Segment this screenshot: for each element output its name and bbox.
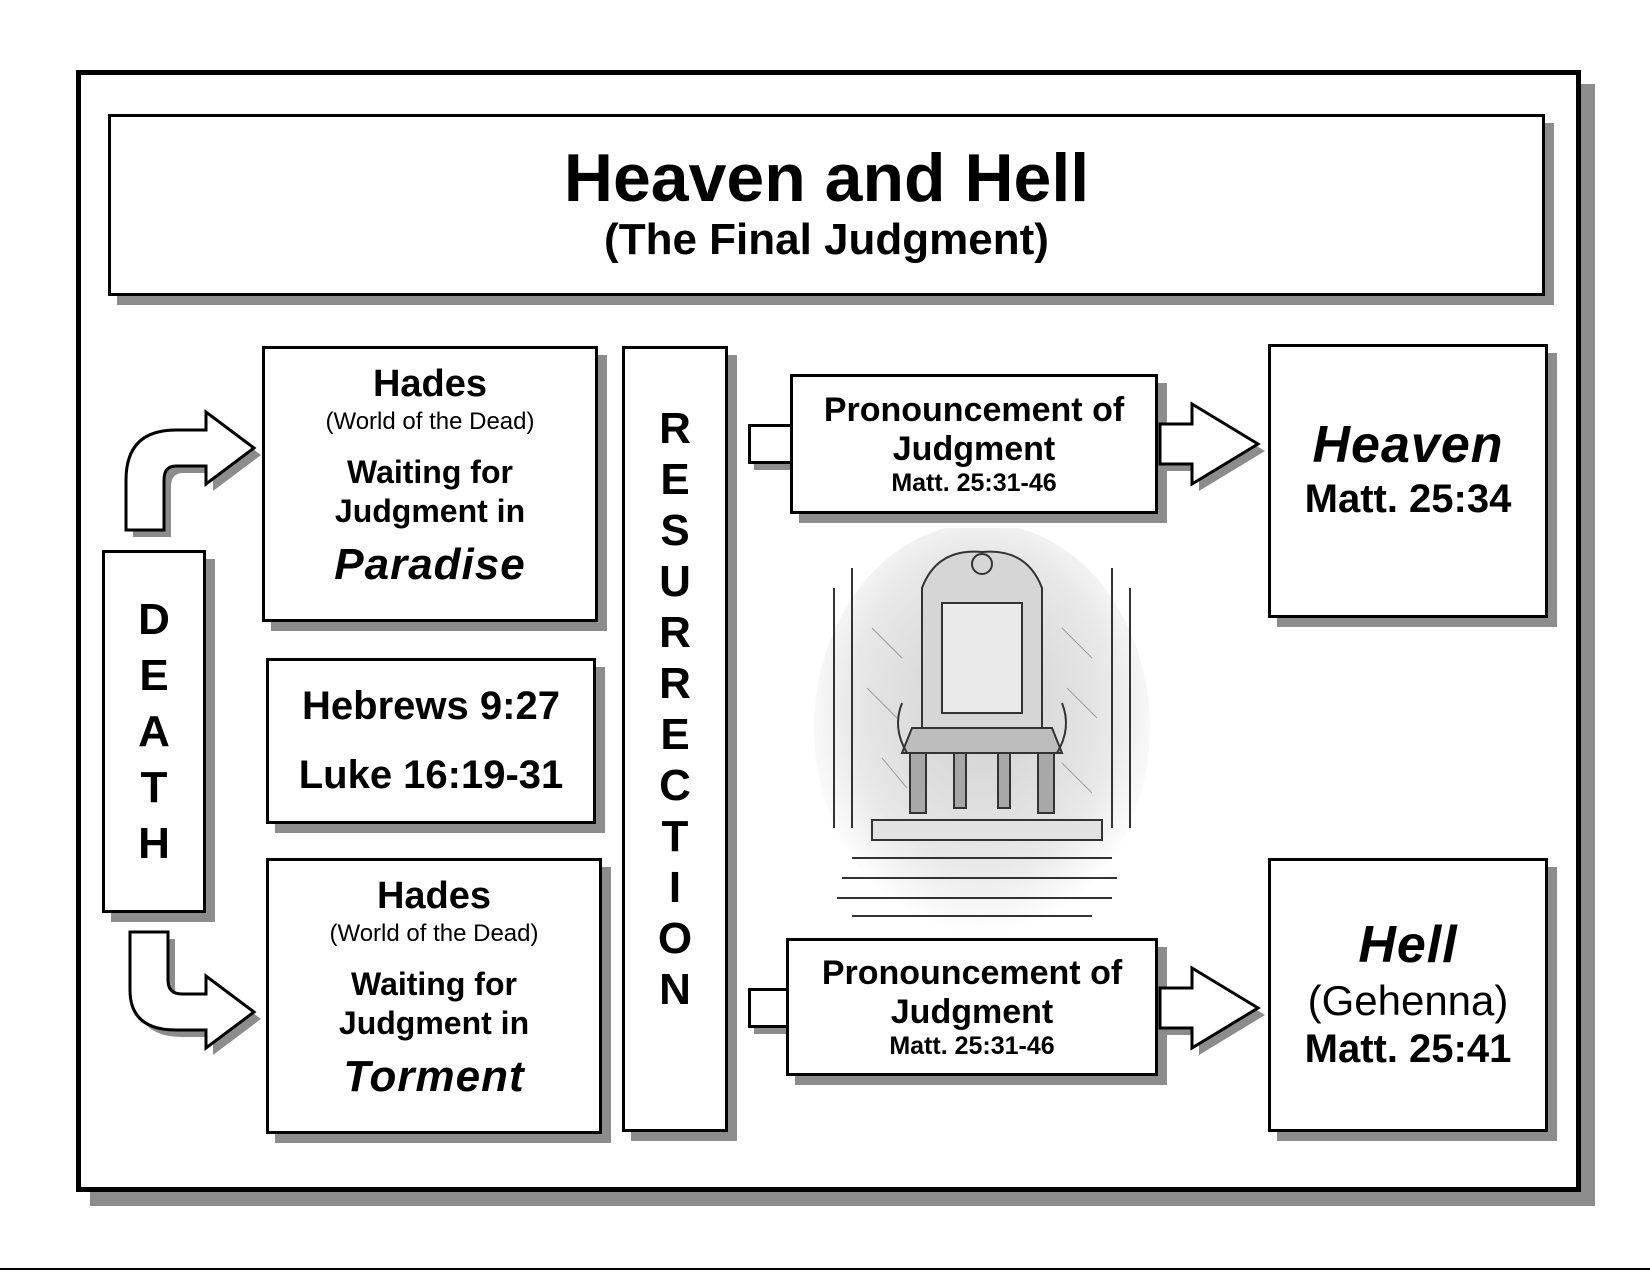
heaven-title: Heaven — [1312, 416, 1504, 474]
resurrection-letter: U — [659, 557, 691, 606]
resurrection-letter: E — [660, 710, 690, 759]
judgment-line1: Pronouncement of — [821, 953, 1123, 992]
title-box: Heaven and Hell (The Final Judgment) — [108, 114, 1545, 296]
page-title: Heaven and Hell — [563, 139, 1090, 216]
judgment-line1: Pronouncement of — [823, 390, 1125, 429]
resurrection-letter: S — [660, 506, 690, 555]
hell-box: Hell (Gehenna) Matt. 25:41 — [1268, 858, 1548, 1132]
hell-alt-name: (Gehenna) — [1307, 977, 1509, 1024]
death-box: D E A T H — [102, 550, 206, 913]
judgment-line: Judgment in — [338, 1005, 530, 1041]
judgment-ref: Matt. 25:31-46 — [889, 1031, 1055, 1060]
death-letter: H — [138, 818, 170, 868]
hades-subheading: (World of the Dead) — [329, 920, 539, 947]
resurrection-letter: N — [659, 965, 691, 1014]
waiting-line: Waiting for — [347, 454, 513, 490]
resurrection-letter: O — [657, 914, 693, 963]
judgment-line: Judgment in — [334, 493, 526, 529]
resurrection-letter: T — [661, 812, 689, 861]
resurrection-letter: I — [668, 863, 682, 912]
scripture-box: Hebrews 9:27 Luke 16:19-31 — [266, 658, 596, 824]
death-letter: A — [138, 706, 170, 756]
scripture-hebrews: Hebrews 9:27 — [302, 684, 560, 728]
resurrection-letter: R — [659, 659, 691, 708]
judgment-line2: Judgment — [892, 429, 1056, 468]
hades-heading: Hades — [372, 363, 488, 405]
death-letter: T — [140, 762, 168, 812]
judgment-line2: Judgment — [890, 992, 1054, 1031]
resurrection-letter: R — [659, 404, 691, 453]
resurrection-box: R E S U R R E C T I O N — [622, 346, 728, 1132]
scripture-luke: Luke 16:19-31 — [298, 753, 564, 797]
throne-illustration — [814, 528, 1150, 933]
judgment-box-bottom: Pronouncement of Judgment Matt. 25:31-46 — [786, 938, 1158, 1076]
resurrection-letter: C — [659, 761, 691, 810]
place-paradise: Paradise — [334, 540, 526, 589]
judgment-box-top: Pronouncement of Judgment Matt. 25:31-46 — [790, 374, 1158, 514]
heaven-ref: Matt. 25:34 — [1304, 477, 1512, 521]
death-letter: D — [138, 594, 170, 644]
heaven-box: Heaven Matt. 25:34 — [1268, 344, 1548, 618]
hades-torment-box: Hades (World of the Dead) Waiting for Ju… — [266, 858, 602, 1134]
resurrection-letters: R E S U R R E C T I O N — [658, 407, 692, 1129]
hell-title: Hell — [1358, 916, 1458, 974]
hades-heading: Hades — [376, 875, 492, 917]
hell-ref: Matt. 25:41 — [1304, 1027, 1512, 1071]
death-letters: D E A T H — [138, 594, 170, 868]
judgment-ref: Matt. 25:31-46 — [891, 468, 1057, 497]
hades-subheading: (World of the Dead) — [325, 408, 535, 435]
page-subtitle: (The Final Judgment) — [604, 215, 1049, 265]
resurrection-letter: R — [659, 608, 691, 657]
resurrection-letter: E — [660, 455, 690, 504]
death-letter: E — [139, 650, 169, 700]
place-torment: Torment — [343, 1052, 525, 1101]
hades-paradise-box: Hades (World of the Dead) Waiting for Ju… — [262, 346, 598, 622]
waiting-line: Waiting for — [351, 966, 517, 1002]
page-bottom-rule — [0, 1268, 1650, 1270]
